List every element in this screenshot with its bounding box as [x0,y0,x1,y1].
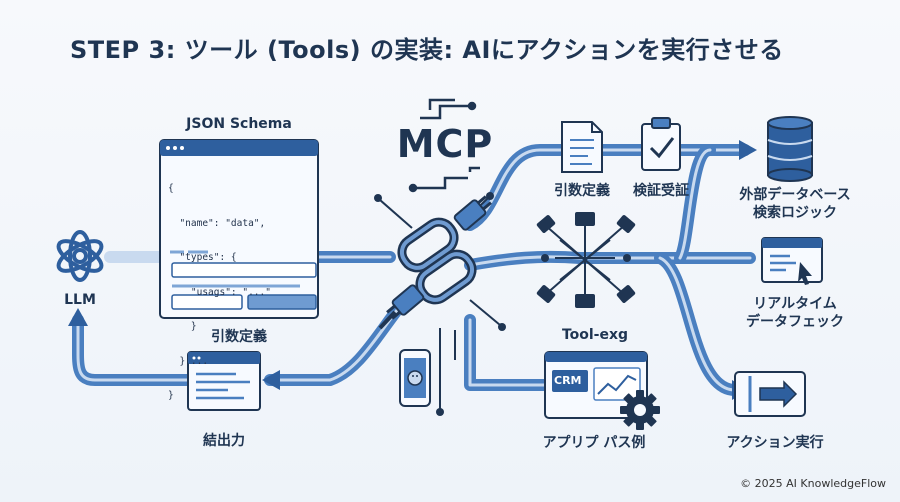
arrow-box-icon [734,371,806,417]
plug-cluster-icon [536,212,636,308]
pipe-crm [464,314,551,391]
gear-icon [620,390,660,430]
tool-exg-label: Tool-exg [561,327,629,343]
realtime-line: データフェック [746,314,844,330]
result-window-icon [187,351,261,411]
arrow-to-db [739,140,757,160]
browser-window-icon [159,139,319,319]
pipe-branch-action [654,252,741,396]
openai-knot-icon [56,230,104,282]
crm-label: CRM [554,374,582,387]
arg-def-label: 引数定義 [554,183,610,199]
copyright: © 2025 AI KnowledgeFlow [740,477,886,490]
page-title: STEP 3: ツール (Tools) の実装: AIにアクションを実行させる [70,36,784,64]
result-label: 結出力 [203,433,245,449]
realtime-label: リアルタイム データフェック [746,295,844,331]
verify-label: 検証受証 [633,183,689,199]
external-db-label: 外部データベース 検索ロジック [739,186,850,222]
app-example-label: アプリプ パス例 [542,435,646,451]
circuit-decoration [408,98,480,193]
schema-code-line: { [168,183,174,194]
document-icon [561,121,603,173]
arrow-to-result [262,370,280,390]
clipboard-check-icon [641,117,681,171]
schema-code-line: "usags": "..." [168,286,271,298]
mcp-label: MCP [396,122,494,166]
schema-code-line: } [168,390,174,401]
smartphone-icon [399,349,431,407]
llm-label: LLM [64,292,96,308]
realtime-line: リアルタイム [753,296,837,312]
crm-window-icon [544,351,648,419]
schema-code-line: } ... [168,355,209,367]
database-icon [767,116,813,182]
schema-caption: 引数定義 [211,329,267,345]
dashboard-click-icon [761,237,823,285]
schema-title: JSON Schema [186,116,292,132]
schema-code-block: { "name": "data", "types": { "usags": ".… [168,160,271,413]
arrow-to-llm [68,308,88,326]
external-db-line: 検索ロジック [753,205,837,221]
schema-code-line: } [168,321,197,332]
schema-code-line: "types": { [168,252,237,263]
external-db-line: 外部データベース [739,187,851,203]
action-exec-label: アクション実行 [726,435,824,451]
chain-plug-icon [374,192,506,416]
schema-code-line: "name": "data", [168,217,266,229]
